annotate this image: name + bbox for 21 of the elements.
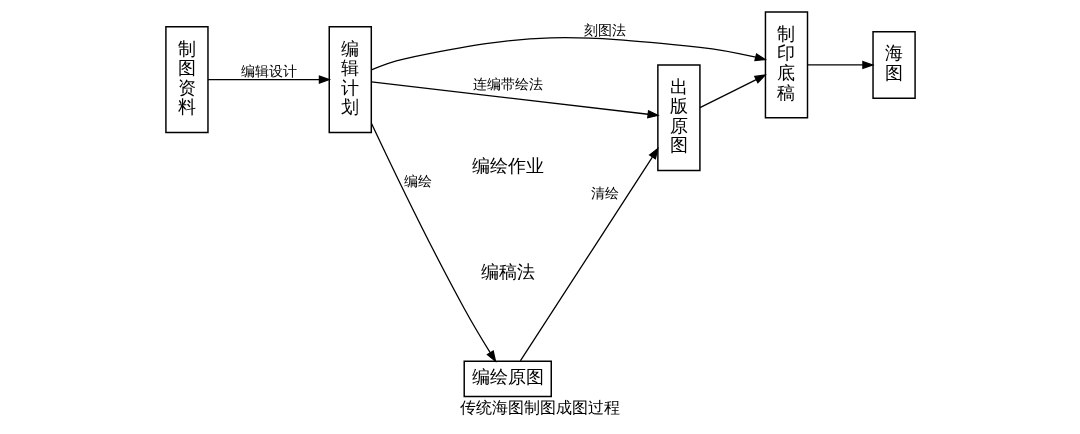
label: 编稿法 <box>480 261 535 282</box>
arrow <box>698 74 767 109</box>
edge-label: 清绘 <box>590 185 619 202</box>
arrow <box>519 147 659 362</box>
arrow <box>806 60 875 70</box>
edge-label: 刻图法 <box>583 21 626 38</box>
node-box: 制印底稿 <box>764 11 808 119</box>
node-box: 编辑计划 <box>328 26 372 134</box>
node-box: 出版原图 <box>656 64 701 172</box>
node-box: 制图资料 <box>164 26 209 134</box>
diagram-title: 编绘作业 <box>471 155 544 176</box>
edge-label: 编绘 <box>403 173 432 190</box>
arrow <box>370 81 660 119</box>
arrow <box>206 75 331 84</box>
node-box: 编绘原图 <box>462 360 552 398</box>
node-box: 海图 <box>871 30 916 99</box>
edge-label: 编辑设计 <box>240 62 297 79</box>
arrow <box>370 37 767 71</box>
arrow <box>370 122 496 363</box>
caption: 传统海图制图成图过程 <box>460 397 620 417</box>
edge-label: 连编带绘法 <box>472 75 543 92</box>
